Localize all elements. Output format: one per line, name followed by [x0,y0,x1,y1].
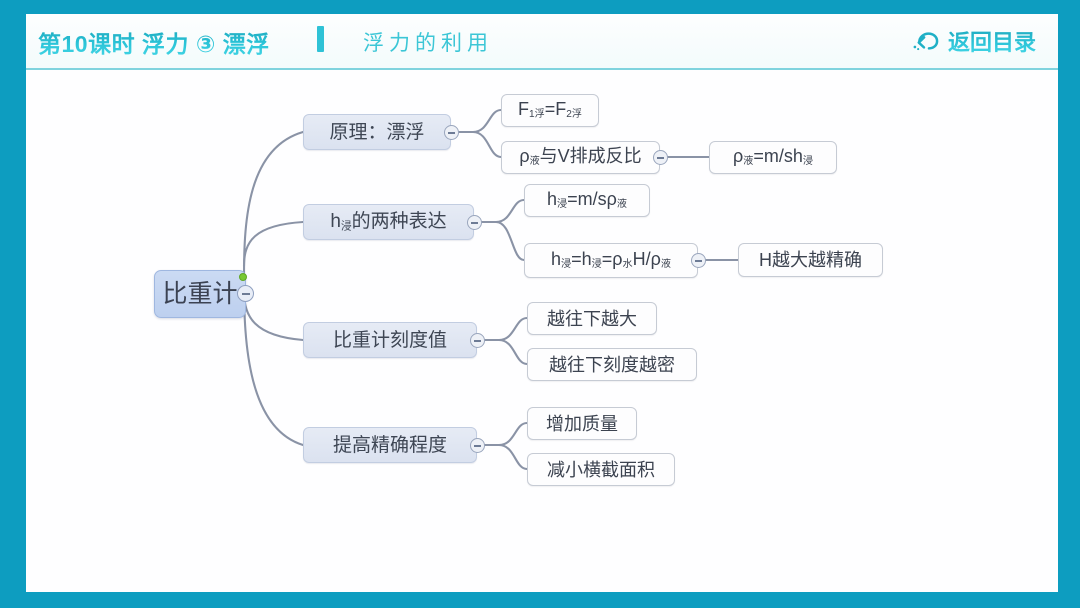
mindmap-branch-node-4[interactable]: 提高精确程度 [303,427,477,463]
minus-circle-icon-leaf-2-2[interactable] [691,253,706,268]
minus-circle-icon-branch-4[interactable] [470,438,485,453]
mindmap-leaf-node-2-2-1[interactable]: H越大越精确 [738,243,883,277]
mindmap-root-node[interactable]: 比重计 [154,270,246,318]
mindmap-leaf-node-1-1[interactable]: F1浮=F2浮 [501,94,599,127]
mindmap-branch-label-2: h浸的两种表达 [330,211,447,233]
mindmap-leaf-label-3-2: 越往下刻度越密 [549,354,675,375]
mindmap-branch-node-1[interactable]: 原理：漂浮 [303,114,451,150]
mindmap-leaf-node-2-2[interactable]: h浸=h浸=ρ水H/ρ液 [524,243,698,278]
mindmap-leaf-node-1-2[interactable]: ρ液与V排成反比 [501,141,660,174]
minus-circle-icon-branch-1[interactable] [444,125,459,140]
mindmap-leaf-label-2-1: h浸=m/sρ液 [547,189,627,211]
mindmap-leaf-label-1-2: ρ液与V排成反比 [519,146,642,168]
mindmap-leaf-label-2-2: h浸=h浸=ρ水H/ρ液 [551,249,671,271]
undo-arrow-icon [913,32,939,51]
page-subtitle: 浮力的利用 [363,31,493,55]
mindmap-leaf-label-4-2: 减小横截面积 [547,459,655,480]
mindmap-leaf-label-3-1: 越往下越大 [547,308,637,329]
mindmap-leaf-node-1-2-1[interactable]: ρ液=m/sh浸 [709,141,837,174]
slide-header: 第10课时 浮力 ③ 漂浮 浮力的利用 返回目录 [26,14,1058,68]
mindmap-leaf-node-2-1[interactable]: h浸=m/sρ液 [524,184,650,217]
title-divider [317,26,324,52]
mindmap-branch-node-3[interactable]: 比重计刻度值 [303,322,477,358]
mindmap-leaf-label-1-2-1: ρ液=m/sh浸 [733,146,813,168]
mindmap-leaf-node-3-2[interactable]: 越往下刻度越密 [527,348,697,381]
minus-circle-icon-leaf-1-2[interactable] [653,150,668,165]
mindmap-leaf-label-1-1: F1浮=F2浮 [518,99,582,121]
minus-circle-icon-branch-3[interactable] [470,333,485,348]
minus-circle-icon-root[interactable] [237,285,254,302]
mindmap-root-label: 比重计 [162,279,238,308]
mindmap-branch-node-2[interactable]: h浸的两种表达 [303,204,474,240]
back-to-contents-button[interactable]: 返回目录 [912,24,1036,58]
mindmap-branch-label-4: 提高精确程度 [332,434,447,456]
mindmap-leaf-node-3-1[interactable]: 越往下越大 [527,302,657,335]
back-to-contents-label: 返回目录 [948,25,1036,57]
slide-page: 第10课时 浮力 ③ 漂浮 浮力的利用 返回目录 [26,14,1058,592]
page-title: 第10课时 浮力 ③ 漂浮 [38,25,270,59]
minus-circle-icon-branch-2[interactable] [467,215,482,230]
mindmap-canvas: 比重计 原理：漂浮 F1浮=F2浮 ρ液与V排成反比 ρ液=m/sh浸 h浸的两… [26,70,1058,592]
header-divider [26,68,1058,70]
mindmap-leaf-node-4-1[interactable]: 增加质量 [527,407,637,440]
mindmap-branch-label-3: 比重计刻度值 [332,329,447,351]
mindmap-leaf-label-4-1: 增加质量 [546,413,618,434]
green-dot-icon [239,273,247,281]
mindmap-leaf-node-4-2[interactable]: 减小横截面积 [527,453,675,486]
mindmap-leaf-label-2-2-1: H越大越精确 [759,250,862,270]
mindmap-branch-label-1: 原理：漂浮 [329,121,425,143]
